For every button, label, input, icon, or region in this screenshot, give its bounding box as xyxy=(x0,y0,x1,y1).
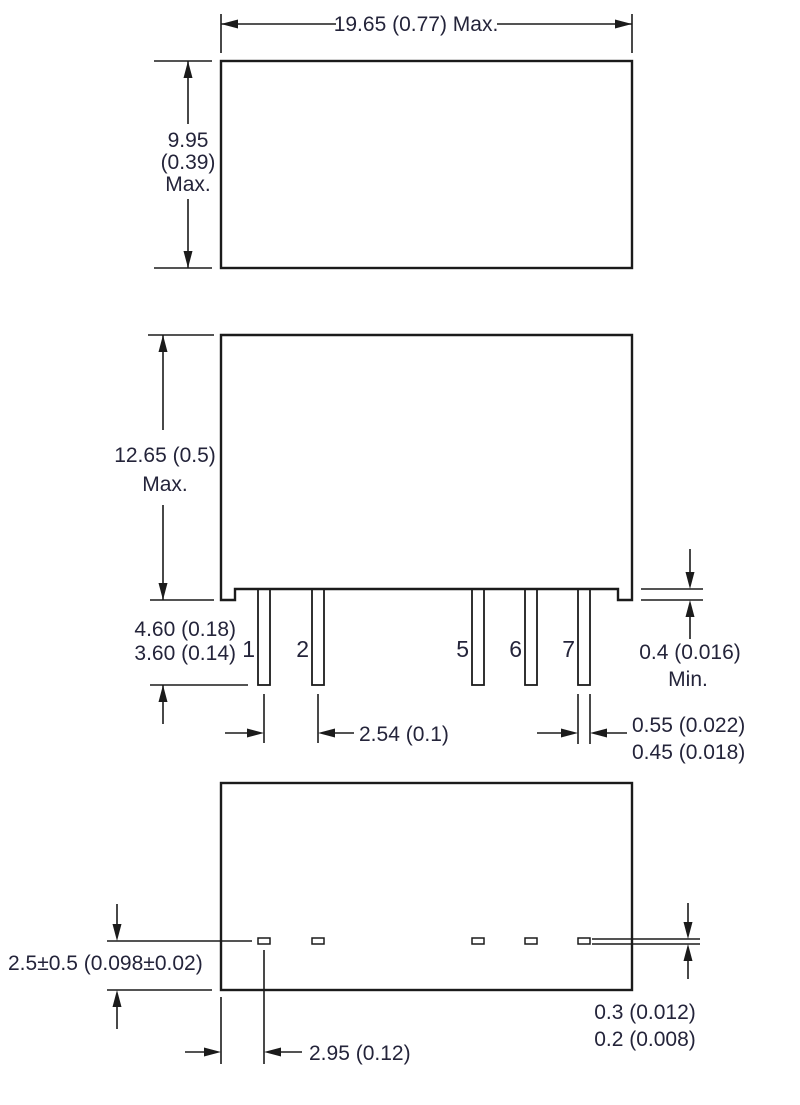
top-view-height-label-2: (0.39) xyxy=(161,151,216,174)
pin-5 xyxy=(471,587,485,686)
bottom-pin-7 xyxy=(577,937,591,945)
bottom-pin-6 xyxy=(524,937,538,945)
lead-length-label-1: 4.60 (0.18) xyxy=(134,618,236,641)
pin-1-label: 1 xyxy=(242,636,255,662)
dim-arrow-down xyxy=(183,251,193,268)
pin-7-label: 7 xyxy=(562,636,575,662)
pin-6 xyxy=(524,587,538,686)
front-view-height-label-1: 12.65 (0.5) xyxy=(114,444,216,467)
front-view-height-dimension: 12.65 (0.5) Max. xyxy=(114,334,216,601)
dim-arrow-left xyxy=(264,1047,281,1057)
dim-arrow-down xyxy=(158,583,168,600)
lead-thickness-label-1: 0.3 (0.012) xyxy=(594,1001,696,1024)
lead-width-dimension: 0.55 (0.022) 0.45 (0.018) xyxy=(537,694,745,764)
lead-edge-distance-dimension: 2.95 (0.12) xyxy=(185,950,411,1065)
standoff-dimension: 0.4 (0.016) Min. xyxy=(639,549,741,691)
dim-arrow-down xyxy=(685,572,695,589)
dim-arrow-up xyxy=(685,600,695,617)
top-view: 19.65 (0.77) Max. 9.95 (0.39) Max. xyxy=(154,13,634,270)
dim-arrow-right xyxy=(561,728,578,738)
dim-arrow-up xyxy=(158,335,168,352)
pitch-dimension: 2.54 (0.1) xyxy=(225,694,449,746)
dim-arrow-up xyxy=(112,990,122,1007)
bottom-pin-2 xyxy=(311,937,325,945)
lead-thickness-dimension: 0.3 (0.012) 0.2 (0.008) xyxy=(592,903,700,1051)
top-view-height-dimension: 9.95 (0.39) Max. xyxy=(154,60,216,269)
dim-arrow-down xyxy=(683,922,693,939)
bottom-view: 2.5±0.5 (0.098±0.02) 2.95 (0.12) 0.3 (0.… xyxy=(8,781,700,1065)
lead-thickness-label-2: 0.2 (0.008) xyxy=(594,1028,696,1051)
bottom-pin-5 xyxy=(471,937,485,945)
dim-arrow-left xyxy=(221,19,238,29)
bottom-pin-1 xyxy=(257,937,271,945)
front-view-height-label-2: Max. xyxy=(142,473,188,496)
top-view-body-outline xyxy=(219,59,634,270)
dim-arrow-up xyxy=(183,61,193,78)
pin-1 xyxy=(257,587,271,686)
top-view-width-dimension: 19.65 (0.77) Max. xyxy=(220,13,633,53)
lead-offset-label: 2.5±0.5 (0.098±0.02) xyxy=(8,952,203,975)
pin-2-label: 2 xyxy=(296,636,309,662)
top-view-height-label-1: 9.95 xyxy=(168,129,209,152)
bottom-view-body-outline xyxy=(219,781,634,992)
dim-arrow-right xyxy=(615,19,632,29)
top-view-width-label: 19.65 (0.77) Max. xyxy=(334,13,499,36)
dim-arrow-down xyxy=(112,924,122,941)
standoff-label-1: 0.4 (0.016) xyxy=(639,641,741,664)
lead-edge-distance-label: 2.95 (0.12) xyxy=(309,1042,411,1065)
pin-6-label: 6 xyxy=(509,636,522,662)
pin-7 xyxy=(577,587,591,686)
dim-arrow-left xyxy=(590,728,607,738)
front-view: 1 2 5 6 7 12.65 (0.5) Max. 4.60 (0.18) 3… xyxy=(114,333,745,764)
pitch-label: 2.54 (0.1) xyxy=(359,723,449,746)
lead-offset-dimension: 2.5±0.5 (0.098±0.02) xyxy=(8,904,252,1029)
dim-arrow-up xyxy=(683,944,693,961)
pin-5-label: 5 xyxy=(456,636,469,662)
top-view-height-label-3: Max. xyxy=(165,173,211,196)
pin-2 xyxy=(311,587,325,686)
standoff-label-2: Min. xyxy=(668,668,708,691)
dim-arrow-left xyxy=(318,728,335,738)
lead-length-dimension: 4.60 (0.18) 3.60 (0.14) xyxy=(134,618,248,724)
dim-arrow-up xyxy=(158,685,168,702)
lead-width-label-1: 0.55 (0.022) xyxy=(632,714,745,737)
lead-length-label-2: 3.60 (0.14) xyxy=(134,642,236,665)
dim-arrow-right xyxy=(204,1047,221,1057)
lead-width-label-2: 0.45 (0.018) xyxy=(632,741,745,764)
front-view-body-outline xyxy=(219,333,634,602)
dim-arrow-right xyxy=(247,728,264,738)
